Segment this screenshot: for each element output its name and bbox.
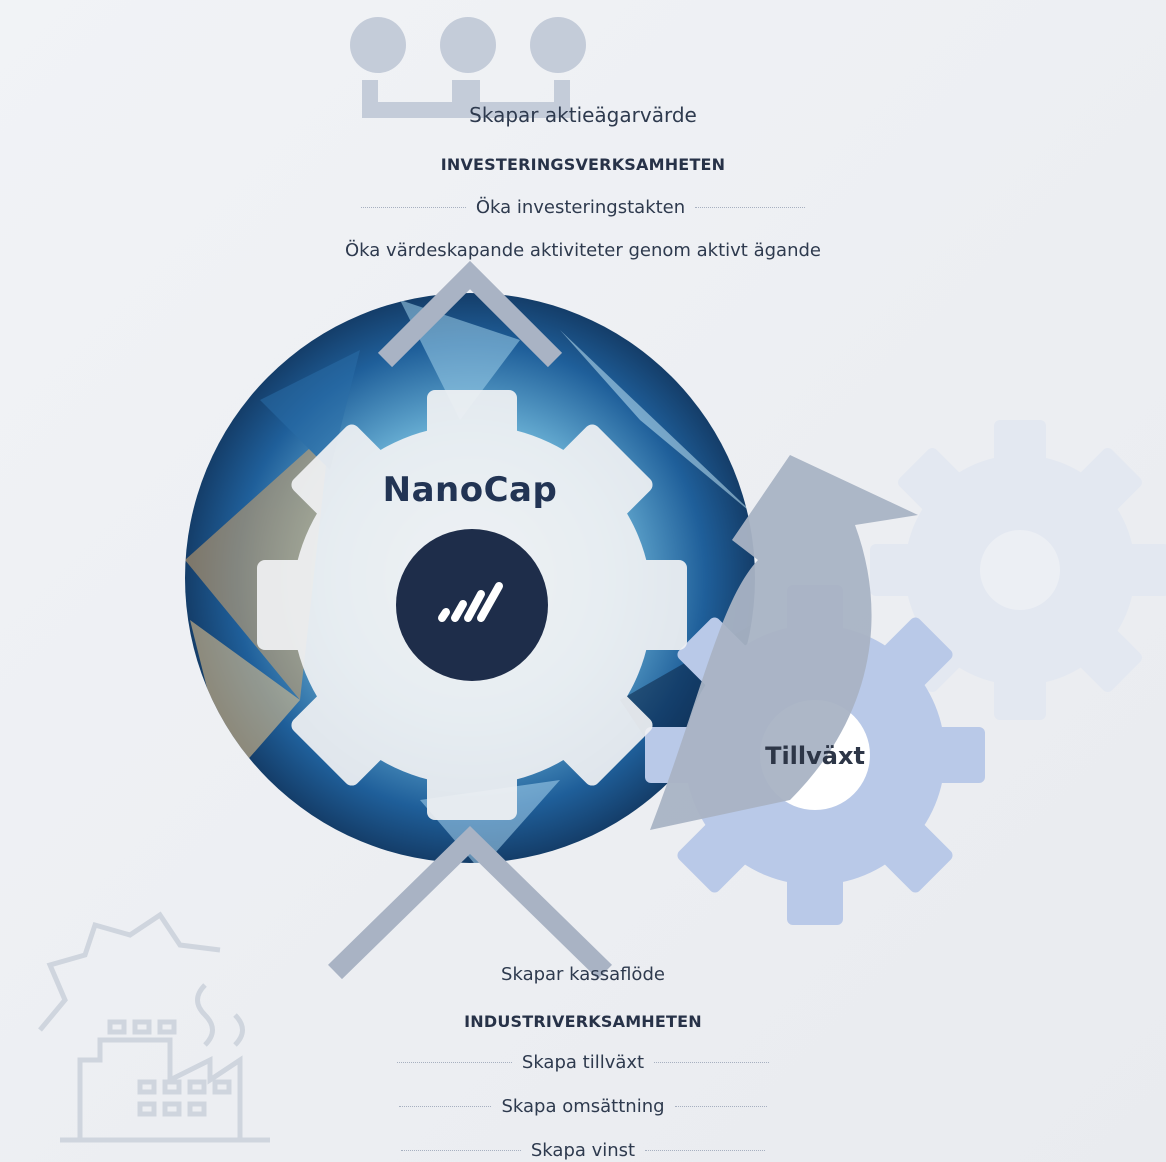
industry-item: Skapa vinst (530, 1140, 636, 1161)
factory-icon (38, 911, 270, 1143)
brand-name: NanoCap (382, 470, 558, 510)
investment-title: Skapar aktieägarvärde (469, 103, 697, 127)
bar-chart-icon (396, 529, 548, 681)
industry-item-row: Skapa vinst (0, 1140, 1166, 1161)
investment-item: Öka värdeskapande aktiviteter genom akti… (345, 240, 821, 261)
industry-item-row: Skapa omsättning (0, 1096, 1166, 1117)
investment-item-row: Öka investeringstakten (0, 197, 1166, 218)
investment-heading: INVESTERINGSVERKSAMHETEN (440, 155, 726, 174)
growth-label: Tillväxt (765, 742, 865, 770)
growth-arrow-icon (650, 455, 918, 830)
down-chevron-icon (328, 826, 612, 980)
investment-item: Öka investeringstakten (475, 197, 686, 218)
faint-gear-icon (870, 420, 1166, 720)
industry-item: Skapa tillväxt (521, 1052, 645, 1073)
up-chevron-icon (377, 260, 563, 368)
industry-item-row: Skapa tillväxt (0, 1052, 1166, 1073)
industry-heading: INDUSTRIVERKSAMHETEN (464, 1012, 702, 1031)
shareholders-icon (350, 17, 586, 118)
industry-title: Skapar kassaflöde (501, 964, 665, 985)
industry-item: Skapa omsättning (501, 1096, 665, 1117)
